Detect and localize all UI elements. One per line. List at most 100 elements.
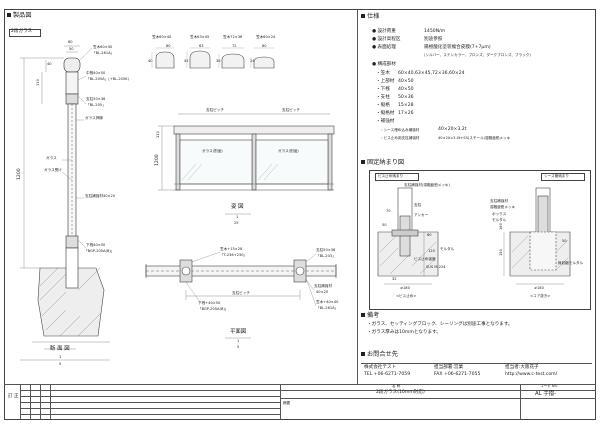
plan-leaders [185,251,317,307]
spec-value: 陽極酸化塗装複合皮膜(7+7μm) [424,45,491,50]
detail-left-tab-label: ビス止め納まり [378,174,404,178]
note-line: ・ガラス厚みは10mmとなります。 [367,330,441,335]
plan-dimension-lines [20,290,301,361]
section-hatch [39,267,101,337]
profile-dim: 36 [216,59,221,63]
titleblock-code-value: AL 手摺- [535,391,557,397]
revision-mark: 訂 [8,394,13,399]
callout-glass-bead: ガラス押縁 [85,116,103,120]
material-label: ・下桟 [376,87,390,92]
titleblock-row [20,390,596,391]
callout-mid-rail-code: 「BL-205A」(+BL-205K) [86,77,129,81]
section-dim: 1200 [17,168,22,180]
plan-label: 支柱補強材 [314,284,332,288]
spec-label: ● 表面処理 [372,45,396,50]
titleblock-row [20,402,280,403]
profile-dim: 60 [166,44,171,48]
contact-company: 株式会社テスト [364,365,397,370]
detail-left-dim: 32 [392,277,397,281]
profile-label: 笠木60×24 [256,35,276,39]
section-dim: 60 [68,40,73,44]
titleblock-name-head: 名 称 [392,384,401,388]
callout-top-rail: 笠木60×40 [93,45,113,49]
profile-dim: 24 [250,59,255,63]
detail-box [369,170,591,310]
elevation-pitch-label: 支柱ピッチ [282,108,300,112]
material-value: 40×50 [398,79,414,84]
material-value: 15×28 [398,103,414,108]
section-caption: 断 面 図 [50,346,70,352]
detail-left-dim: 60 [427,233,432,237]
callout-bottom-rail-code: 「BGP-205A(B)」 [84,249,115,253]
section-view-lines [37,57,105,337]
plan-label: 40×20 [316,290,329,294]
contact-dept: 担当部署:営業 [434,365,464,370]
plan-label: 下桟+40×50 [198,301,221,305]
contact-fax: FAX +06-6271-7055 [434,372,481,377]
plan-lines [145,259,337,283]
detail-left-caption: <ビス止め> [396,294,417,298]
detail-left-label: 支柱補強材(溶融亜鉛メッキ) [404,183,450,187]
section-title-spec: 仕様 [361,13,379,20]
plan-label: 笠木+15×28 [220,247,243,251]
elevation-glass-label: ガラス(別途) [278,149,299,153]
titleblock-divider [280,384,281,420]
detail-left-dim: ≥180 [400,286,410,290]
detail-left-dim: 50 [382,223,387,227]
material-value: 40×50 [398,87,414,92]
detail-right-label: 溶融亜鉛メッキ [490,205,516,209]
titleblock-top [4,384,596,385]
elevation-glass-diagonals [181,163,279,181]
reinforce-label: ・シース埋め込み補強材 [380,128,420,132]
section-title-contact: お問合せ先 [361,351,398,358]
detail-left-lines [377,187,439,277]
handrail-profiles [155,50,275,69]
titleblock-remark-head: 摘要 [283,401,291,405]
plan-label: 支柱ピッチ [232,291,250,295]
spec-value: 別途参照 [424,37,443,42]
detail-left-tab [375,173,419,181]
profile-dim: 63 [199,44,204,48]
callout-glass-support: ガラス受け [44,168,62,172]
section-scale-num: 1 [59,355,62,359]
callout-post-code: 「BL-205」 [86,103,106,107]
detail-right-tab-label: シース管納まり [544,174,569,178]
section-dim: 40 [47,62,52,66]
section-title-detail: 固定納まり図 [361,159,404,166]
titleblock-code-head: コード NO [540,384,558,388]
titleblock-name-value: 2段ガラス(10mm対応) [376,390,425,395]
detail-right-label: ボックス [492,212,507,216]
detail-right-dim: ≥180 [534,286,544,290]
titleblock-divider [520,384,521,420]
detail-left-label: アンカー [414,213,429,217]
detail-right-dim: 150 [499,249,503,256]
reinforce-value: 40×20×3.2t [438,127,467,132]
detail-left-label: SUS M-224 [426,265,446,269]
callout-top-rail-code: 「BL-261A」 [92,51,115,55]
elevation-glass-label: ガラス(別途) [202,149,223,153]
sheet-border [4,9,596,420]
profile-label: 笠木72×36 [223,35,243,39]
detail-right-dim: 180 [499,223,503,230]
materials-title: ● 構成部材 [372,62,396,67]
section-leaders [61,47,93,249]
detail-left-label: モルタル [440,247,455,251]
contact-url: http://www.c-test.com/ [505,372,558,377]
material-label: ・縦格 [376,103,390,108]
material-value: 17×26 [398,111,414,116]
material-label: ・支柱 [376,95,390,100]
profile-dim: 60 [262,44,267,48]
detail-right-lines [509,187,571,277]
contact-person: 担当者:大阪花子 [505,365,539,370]
section-title-notes: 備考 [361,312,379,319]
section-dim: 50 [69,47,74,51]
callout-mid-rail: 中桟40×50 [86,71,106,75]
note-line: ・ガラス、セッティングブロック、シーリングは別途工事となります。 [367,322,513,327]
titleblock-row [20,414,280,415]
detail-right-hatch [511,235,569,271]
detail-right-tab [541,173,585,181]
plan-label: 「BL-203」 [316,254,336,258]
elevation-scale-den: 25 [234,221,239,225]
section-dim: 110 [36,79,40,86]
elevation-pitch-label: 支柱ピッチ [206,108,224,112]
